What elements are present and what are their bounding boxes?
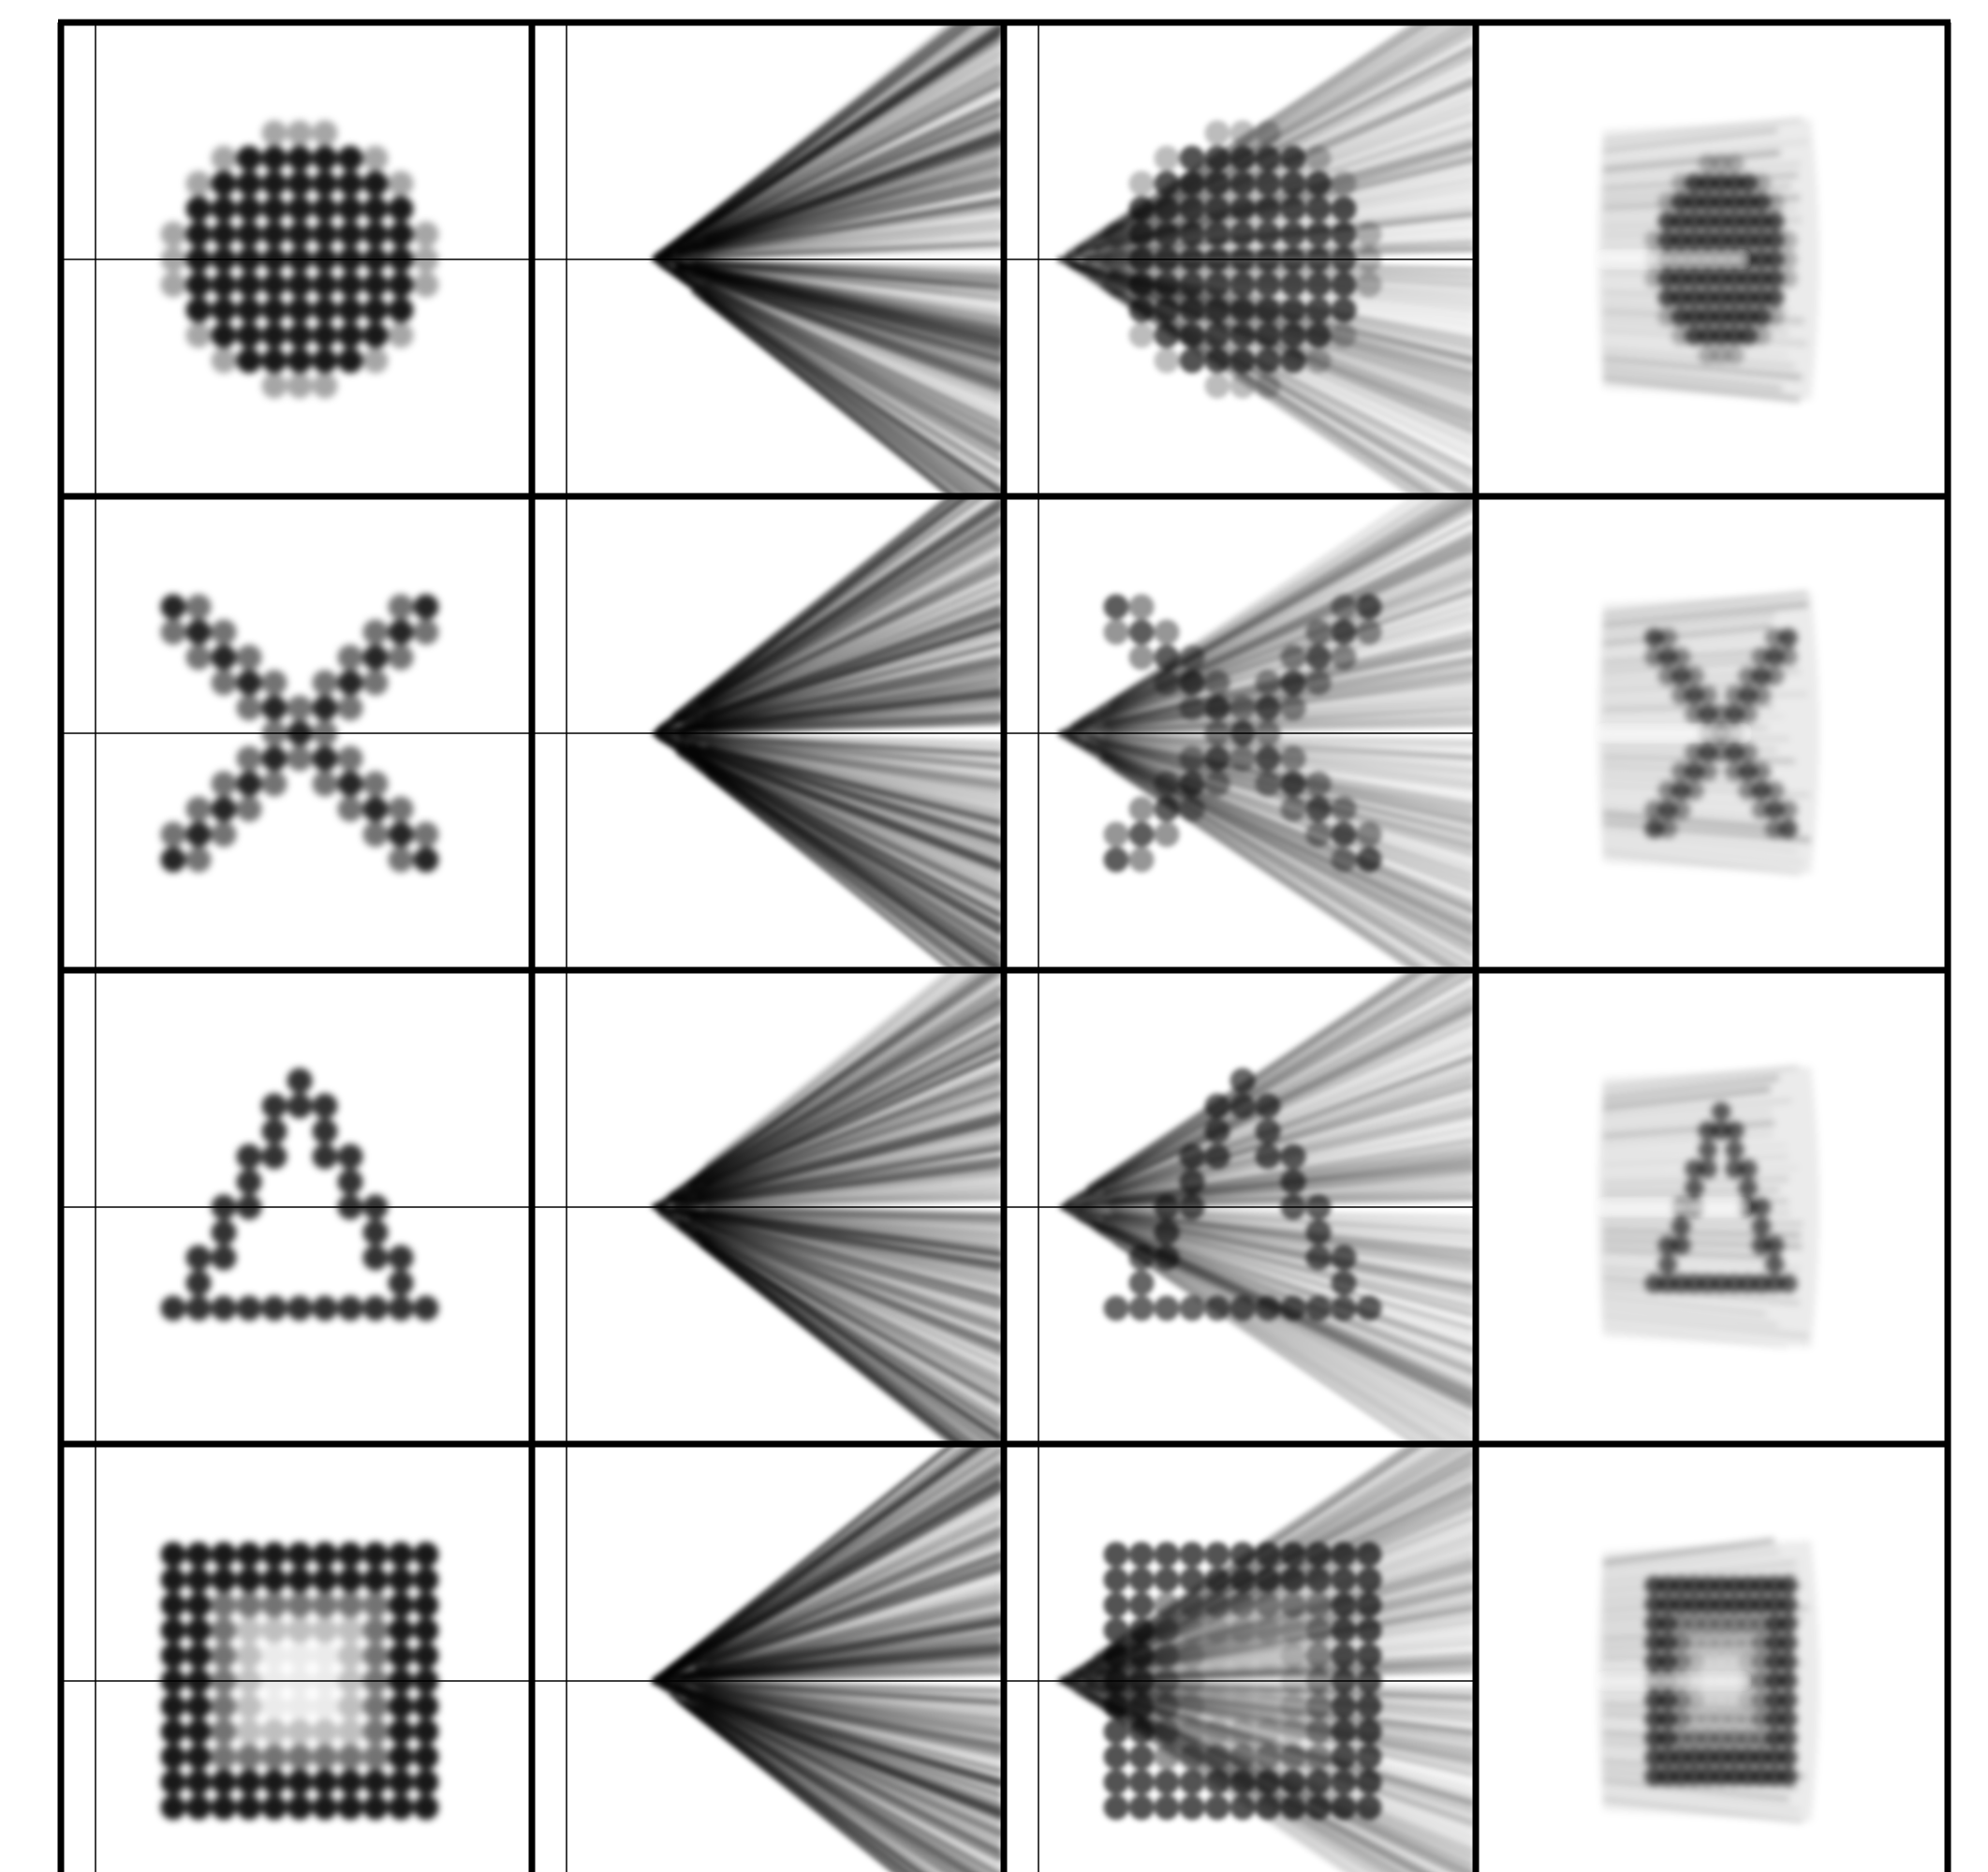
panel-square-outline-radial-streaks bbox=[532, 1407, 1004, 1872]
panel-x-cross-warped bbox=[1598, 593, 1819, 874]
panel-x-cross-superimposed bbox=[1004, 459, 1476, 1008]
panel-square-outline-superimposed bbox=[1004, 1407, 1476, 1872]
panel-circle-original bbox=[61, 22, 532, 496]
panel-circle-warped bbox=[1598, 119, 1819, 400]
panel-circle-superimposed bbox=[1004, 0, 1476, 534]
panel-square-outline-warped bbox=[1598, 1540, 1819, 1821]
panel-x-cross-original bbox=[61, 496, 532, 970]
panel-triangle-outline-warped bbox=[1598, 1067, 1819, 1348]
panel-square-outline-original bbox=[61, 1444, 532, 1872]
panel-triangle-outline-original bbox=[61, 970, 532, 1444]
panel-circle-radial-streaks bbox=[532, 0, 1004, 534]
panel-x-cross-radial-streaks bbox=[532, 459, 1004, 1008]
panel-triangle-outline-radial-streaks bbox=[532, 933, 1004, 1481]
panel-triangle-outline-superimposed bbox=[1004, 933, 1476, 1481]
